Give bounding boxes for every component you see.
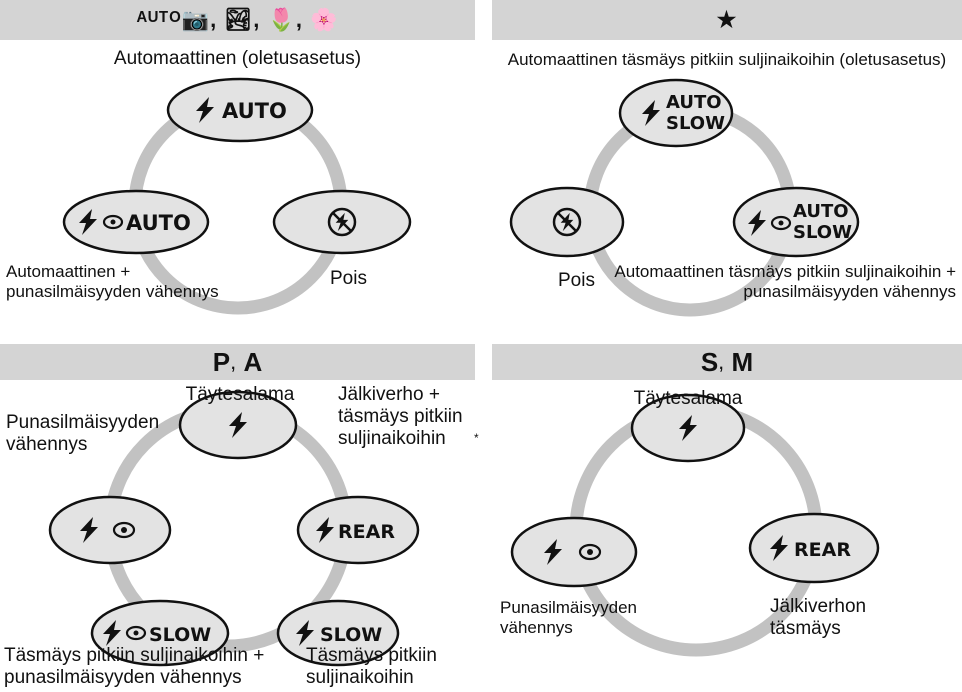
rear-curtain-slow-label: Jälkiverho + täsmäys pitkiin suljinaikoi… (338, 384, 479, 449)
mode-p: P (212, 346, 231, 377)
mode-text: SLOW (320, 624, 382, 646)
fill-flash-button[interactable] (630, 393, 746, 463)
auto-red-eye-label: Automaattinen + punasilmäisyyden vähenny… (6, 262, 219, 301)
auto-slow-red-eye-label: Automaattinen täsmäys pitkiin suljinaiko… (614, 262, 956, 301)
rear-curtain-button[interactable]: REAR (748, 512, 880, 584)
mode-text-line1: AUTO (666, 92, 722, 113)
mode-text: AUTO (126, 211, 191, 235)
slow-red-eye-button[interactable]: SLOW (90, 599, 230, 667)
mode-text: AUTO (222, 99, 287, 123)
night-portrait-icon: ★ (716, 7, 738, 32)
mode-s: S (700, 346, 719, 377)
mode-a: A (243, 346, 263, 377)
off-label: Pois (558, 270, 595, 291)
panel-auto-top-label: Automaattinen (oletusasetus) (113, 48, 362, 69)
rear-curtain-label: Jälkiverhon täsmäys (770, 596, 867, 639)
slow-sync-button[interactable]: SLOW (276, 599, 400, 667)
flash-off-button[interactable] (272, 189, 412, 255)
red-eye-button[interactable] (510, 516, 638, 588)
mode-sep: , (230, 349, 237, 374)
mode-text: REAR (338, 521, 395, 543)
fill-flash-label: Täytesalama (633, 388, 743, 409)
fill-flash-label: Täytesalama (185, 384, 295, 405)
slow-sync-label: Täsmäys pitkiin suljinaikoihin (306, 645, 437, 688)
mode-sep: , (718, 349, 725, 374)
flash-auto-red-eye-button[interactable]: AUTO (62, 189, 210, 255)
mode-m: M (731, 346, 754, 377)
scene-mode-icons: ᴬᵁᵀᴼ📷, 🏞, 🌷, 🌸 (136, 7, 339, 32)
footnote-mark: * (474, 431, 479, 445)
header-sm: S, M (492, 344, 962, 380)
mode-text: SLOW (149, 624, 211, 646)
header-auto-modes: ᴬᵁᵀᴼ📷, 🏞, 🌷, 🌸 (0, 0, 475, 40)
header-night-portrait: ★ (492, 0, 962, 40)
red-eye-label: Punasilmäisyyden vähennys (6, 412, 160, 455)
fill-flash-button[interactable] (178, 390, 298, 460)
svg-text:SLOW: SLOW (793, 222, 852, 243)
flash-auto-button[interactable]: AUTO (166, 77, 314, 143)
header-pa: P, A (0, 344, 475, 380)
panel-night-top-label: Automaattinen täsmäys pitkiin suljinaiko… (507, 50, 947, 69)
mode-text: REAR (794, 539, 851, 561)
flash-off-button[interactable] (509, 186, 625, 258)
flash-auto-slow-red-eye-button[interactable]: AUTO SLOW (732, 186, 860, 258)
red-eye-label: Punasilmäisyyden vähennys (500, 598, 638, 637)
rear-curtain-slow-button[interactable]: REAR (296, 495, 420, 565)
slow-red-eye-label: Täsmäys pitkiin suljinaikoihin + punasil… (4, 645, 265, 688)
flash-auto-slow-button[interactable]: AUTO SLOW (618, 78, 734, 148)
off-label: Pois (330, 268, 367, 289)
red-eye-button[interactable] (48, 495, 172, 565)
mode-text-line2: SLOW (666, 113, 725, 134)
svg-text:AUTO: AUTO (793, 201, 849, 222)
